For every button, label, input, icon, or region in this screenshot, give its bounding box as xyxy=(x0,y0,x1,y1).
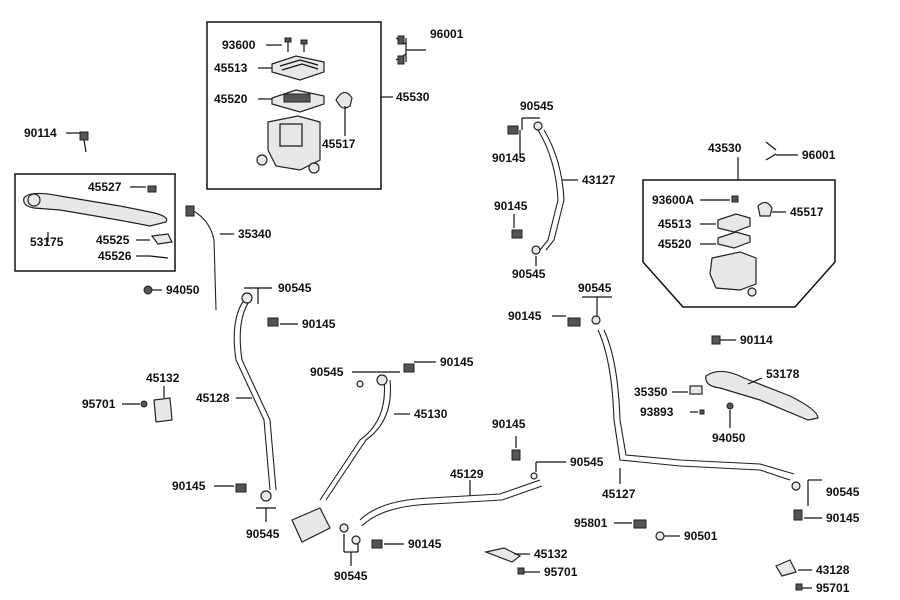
brake-hose-43127-icon xyxy=(537,129,559,251)
bolt-96001-rear-icon xyxy=(765,141,777,161)
brake-hose-45127-icon xyxy=(597,329,791,481)
part-label: 90545 xyxy=(246,527,280,541)
diaphragm-icon xyxy=(271,89,325,113)
brake-hose-45130-icon xyxy=(319,379,386,501)
part-label: 95701 xyxy=(82,397,116,411)
rear-clamp-icon xyxy=(757,201,773,217)
master-cylinder-group-box xyxy=(206,21,382,190)
brake-lever-icon xyxy=(23,192,168,227)
part-label: 53175 xyxy=(30,235,64,249)
bolt-95801-icon xyxy=(633,519,647,529)
part-label: 90145 xyxy=(494,199,528,213)
part-label: 90545 xyxy=(512,267,546,281)
part-label: 95701 xyxy=(544,565,578,579)
part-label: 90545 xyxy=(310,365,344,379)
part-label: 90145 xyxy=(302,317,336,331)
part-label: 90545 xyxy=(278,281,312,295)
part-label: 45128 xyxy=(196,391,230,405)
part-label: 90114 xyxy=(740,333,773,347)
part-label: 90545 xyxy=(578,281,612,295)
rear-reservoir-cap-icon xyxy=(717,213,751,233)
part-label: 90501 xyxy=(684,529,718,543)
part-label: 45132 xyxy=(534,547,568,561)
part-label: 45527 xyxy=(88,180,122,194)
lever-parts-icon xyxy=(147,185,173,259)
part-label: 35340 xyxy=(238,227,272,241)
part-label: 45127 xyxy=(602,487,636,501)
rear-master-cylinder-group-box xyxy=(642,179,836,308)
rear-master-cylinder-body-icon xyxy=(709,251,757,297)
lever-group-box xyxy=(14,173,176,272)
part-label: 53178 xyxy=(766,367,800,381)
part-label: 95801 xyxy=(574,516,608,530)
part-label: 90545 xyxy=(826,485,860,499)
part-label: 93600 xyxy=(222,38,256,52)
part-label: 90545 xyxy=(570,455,604,469)
part-label: 90145 xyxy=(492,417,526,431)
washer-90501-icon xyxy=(655,531,665,541)
part-label: 96001 xyxy=(430,27,464,41)
part-label: 90545 xyxy=(334,569,368,583)
part-label: 43530 xyxy=(708,141,742,155)
part-label: 94050 xyxy=(712,431,746,445)
part-label: 90145 xyxy=(826,511,860,525)
part-label: 45520 xyxy=(214,92,248,106)
part-label: 94050 xyxy=(166,283,200,297)
part-label: 90145 xyxy=(508,309,542,323)
part-label: 45526 xyxy=(98,249,132,263)
rear-diaphragm-icon xyxy=(717,231,751,249)
part-label: 45520 xyxy=(658,237,692,251)
part-label: 90114 xyxy=(24,126,57,140)
caliper-junction-icon xyxy=(291,507,331,543)
part-label: 45530 xyxy=(396,90,430,104)
screw-small-icon xyxy=(284,37,308,52)
bracket-45132-icon xyxy=(153,397,173,423)
part-label: 95701 xyxy=(816,581,850,595)
washer-94050-icon xyxy=(143,285,153,295)
brake-hose-45128-icon xyxy=(233,299,271,491)
master-cylinder-body-icon xyxy=(256,115,321,174)
bracket-43128-icon xyxy=(775,559,797,577)
part-label: 45517 xyxy=(322,137,356,151)
bracket-45132-lower-icon xyxy=(483,547,522,563)
bolt-90114-icon xyxy=(79,131,89,153)
part-label: 45129 xyxy=(450,467,484,481)
part-label: 43128 xyxy=(816,563,850,577)
brake-switch-cable-icon xyxy=(191,209,217,311)
rear-brake-lever-icon xyxy=(705,370,819,421)
part-label: 45517 xyxy=(790,205,824,219)
part-label: 45513 xyxy=(658,217,692,231)
part-label: 96001 xyxy=(802,148,836,162)
part-label: 90145 xyxy=(492,151,526,165)
part-label: 35350 xyxy=(634,385,668,399)
part-label: 90145 xyxy=(172,479,206,493)
bolt-96001-icon xyxy=(395,35,407,65)
clamp-icon xyxy=(335,91,353,126)
part-label: 45525 xyxy=(96,233,130,247)
part-label: 90145 xyxy=(440,355,474,369)
part-label: 93600A xyxy=(652,193,694,207)
part-label: 93893 xyxy=(640,405,674,419)
brake-hose-45129-icon xyxy=(359,479,541,521)
part-label: 45130 xyxy=(414,407,448,421)
part-label: 90145 xyxy=(408,537,442,551)
part-label: 90545 xyxy=(520,99,554,113)
part-label: 45513 xyxy=(214,61,248,75)
part-label: 43127 xyxy=(582,173,616,187)
reservoir-cap-icon xyxy=(271,55,325,81)
part-label: 45132 xyxy=(146,371,180,385)
